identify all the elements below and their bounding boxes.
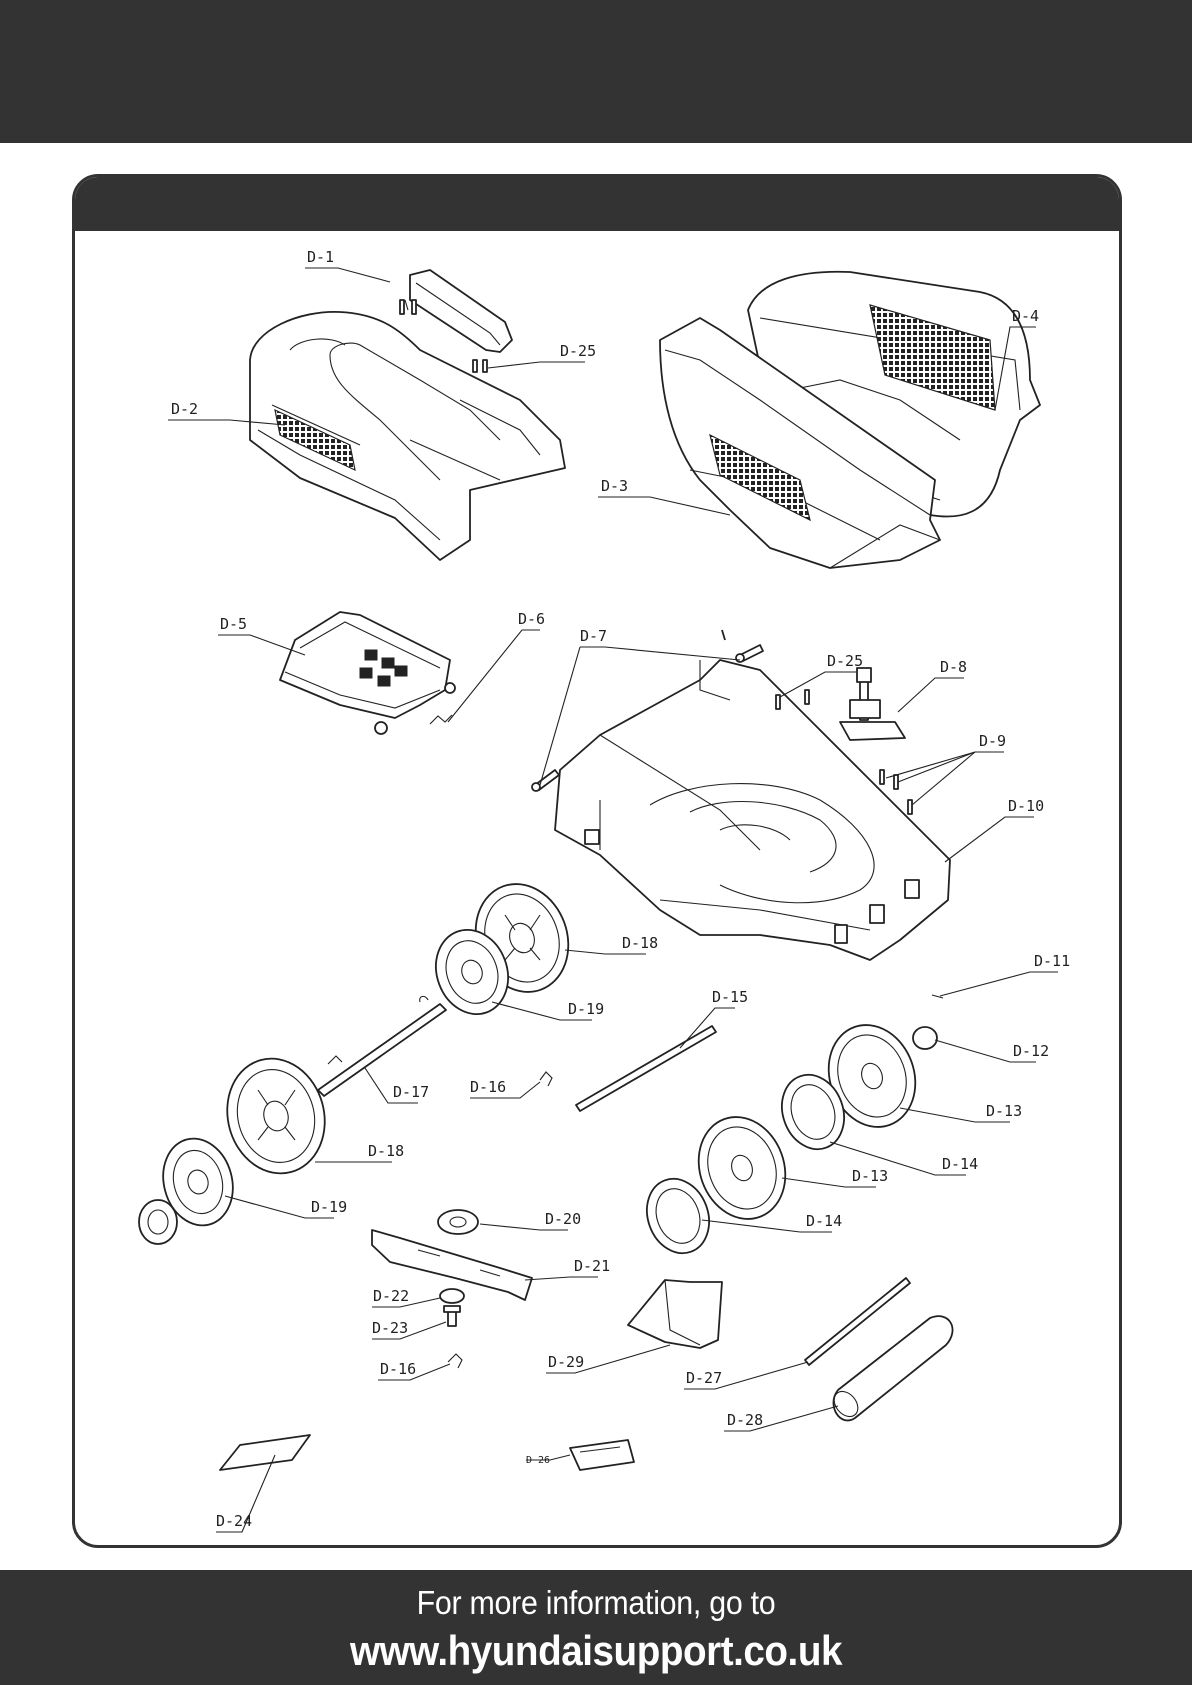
part-guard-plate [220,1435,310,1470]
part-torsion-spring [328,1056,552,1368]
label-d-25-top: D-25 [560,342,596,360]
label-d-8: D-8 [940,658,967,676]
label-d-18-upper: D-18 [622,934,658,952]
label-d-29: D-29 [548,1353,584,1371]
label-d-1: D-1 [307,248,334,266]
label-d-6: D-6 [518,610,545,628]
footer-support-url: www.hyundaisupport.co.uk [48,1627,1145,1675]
label-d-26: D-26 [526,1455,550,1466]
part-small-spring [430,715,452,724]
part-washer-bolt [440,1289,464,1326]
label-d-11: D-11 [1034,952,1070,970]
part-hub-cap [913,1027,937,1049]
part-lower-left-wheel [215,1048,338,1185]
part-top-cover [250,312,565,560]
part-axle-left [318,996,446,1096]
label-d-5: D-5 [220,615,247,633]
label-d-13-lower: D-13 [852,1167,888,1185]
label-d-15: D-15 [712,988,748,1006]
footer-band: For more information, go to www.hyundais… [0,1570,1192,1685]
label-d-25-mid: D-25 [827,652,863,670]
label-d-14-upper: D-14 [942,1155,978,1173]
part-axle-rod [576,1026,716,1111]
label-d-2: D-2 [171,400,198,418]
label-d-18-lower: D-18 [368,1142,404,1160]
part-connector [570,1440,634,1470]
label-d-14-lower: D-14 [806,1212,842,1230]
label-d-16-lower: D-16 [380,1360,416,1378]
label-d-9: D-9 [979,732,1006,750]
label-d-7: D-7 [580,627,607,645]
part-switch [840,668,905,740]
part-chute-flap [628,1280,722,1348]
label-d-12: D-12 [1013,1042,1049,1060]
part-lower-left-wheel-cap [139,1131,242,1244]
label-d-10: D-10 [1008,797,1044,815]
label-d-27: D-27 [686,1369,722,1387]
label-d-20: D-20 [545,1210,581,1228]
part-deck-housing [555,660,950,960]
label-d-28: D-28 [727,1411,763,1429]
label-d-19-lower: D-19 [311,1198,347,1216]
label-d-4: D-4 [1012,307,1039,325]
label-d-16-mid: D-16 [470,1078,506,1096]
part-switch-box [280,612,455,734]
label-d-17: D-17 [393,1083,429,1101]
label-d-24: D-24 [216,1512,252,1530]
part-blade-adapter [438,1210,478,1234]
label-d-23: D-23 [372,1319,408,1337]
footer-info-text: For more information, go to [48,1584,1145,1622]
label-d-3: D-3 [601,477,628,495]
label-d-21: D-21 [574,1257,610,1275]
label-d-22: D-22 [373,1287,409,1305]
label-d-13-upper: D-13 [986,1102,1022,1120]
label-d-19-upper: D-19 [568,1000,604,1018]
